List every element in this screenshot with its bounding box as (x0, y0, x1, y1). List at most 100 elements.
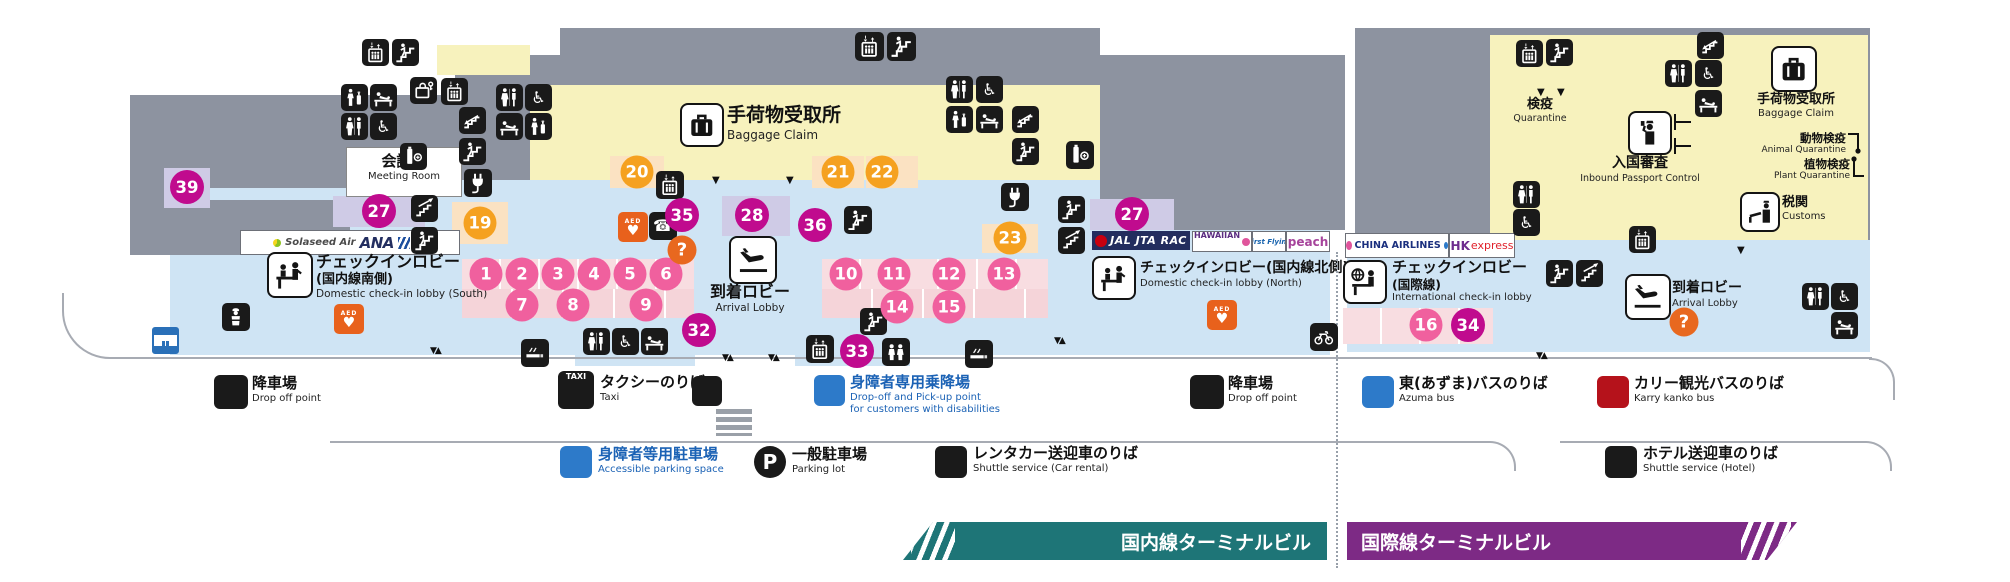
facility-number-32: 32 (682, 313, 716, 347)
facility-number-10: 10 (829, 257, 863, 291)
baggage-intl-en: Baggage Claim (1758, 108, 1834, 120)
disabled-drop-off-label: 身障者専用乗降場 Drop-off and Pick-up point for … (850, 373, 1000, 416)
facility-number-8: 8 (556, 288, 590, 322)
vending-machine-icon (400, 143, 427, 170)
drop-off-south-en: Drop off point (252, 392, 321, 404)
parking-jp: 一般駐車場 (792, 445, 868, 463)
animal-quarantine-label: 動物検疫 Animal Quarantine (1720, 131, 1847, 156)
airline-bar-peach: peach (1286, 231, 1330, 252)
china-airlines-globe-icon (1443, 242, 1448, 249)
parking-icon: P (754, 446, 786, 478)
road-hatch-marks (716, 409, 752, 436)
police-icon (222, 303, 250, 331)
wheelchair-icon: ♿ (1831, 283, 1858, 310)
wheelchair-icon: ♿ (1513, 209, 1540, 236)
facility-number-1: 1 (469, 257, 503, 291)
plant-quarantine-label: 植物検疫 Plant Quarantine (1724, 157, 1850, 182)
baby-care-icon (1695, 90, 1722, 117)
stairs-icon (392, 39, 419, 66)
escalator-down-icon (1697, 32, 1724, 59)
facility-number-5: 5 (613, 257, 647, 291)
arrival-intl-jp: 到着ロビー (1672, 280, 1742, 296)
checkin-intl-en: International check-in lobby (1392, 292, 1532, 304)
facility-number-16: 16 (1409, 308, 1443, 342)
baby-care-icon (976, 106, 1003, 133)
escalator-down-icon (459, 107, 486, 134)
stairs-icon (459, 138, 486, 165)
parking-label: 一般駐車場 Parking lot (792, 445, 867, 476)
checkin-north-label: チェックインロビー(国内線北側) Domestic check-in lobby… (1140, 260, 1349, 290)
baggage-claim-domestic-label: 手荷物受取所 Baggage Claim (727, 104, 841, 142)
karry-bus-icon (1597, 376, 1629, 408)
facility-number-23: 23 (993, 221, 1027, 255)
checkin-intl-jp2: (国際線) (1392, 276, 1441, 292)
arrival-icon (1625, 274, 1671, 320)
facility-number-36: 36 (798, 208, 832, 242)
entrance-marker: ▼▲ (1536, 351, 1548, 361)
checkin-north-en: Domestic check-in lobby (North) (1140, 277, 1302, 289)
smoking-area-icon (965, 340, 993, 368)
quarantine-en: Quarantine (1513, 113, 1567, 125)
aed-icon: AED♥ (334, 304, 364, 334)
jal-group-label: JAL JTA RAC (1110, 234, 1187, 247)
facility-number-28: 28 (735, 198, 769, 232)
rental-shuttle-icon (935, 446, 967, 478)
nursing-room-icon (525, 113, 552, 140)
wheelchair-icon: ♿ (370, 113, 397, 140)
car-icon-north (1190, 375, 1224, 409)
checkin-south-jp: チェックインロビー (316, 252, 461, 271)
baggage-domestic-en: Baggage Claim (727, 127, 819, 142)
karry-bus-label: カリー観光バスのりば Karry kanko bus (1634, 374, 1784, 405)
peach-label: peach (1287, 234, 1329, 249)
toilets-icon (583, 328, 610, 355)
rental-shuttle-jp: レンタカー送迎車のりば (973, 444, 1139, 462)
entrance-marker: ▼▲ (768, 353, 780, 363)
arrival-lobby-intl-label: 到着ロビー Arrival Lobby (1672, 280, 1742, 310)
elevator-icon (1516, 40, 1543, 67)
arrival-lobby-domestic-label: 到着ロビー Arrival Lobby (690, 282, 810, 315)
car-icon (214, 375, 248, 409)
hotel-shuttle-en: Shuttle service (Hotel) (1643, 462, 1756, 474)
baggage-claim-icon (680, 103, 724, 147)
international-check-in-counter-icon (1343, 260, 1387, 304)
facility-number-34: 34 (1451, 308, 1485, 342)
toilets-icon (1513, 181, 1540, 208)
wheelchair-icon: ♿ (1695, 60, 1722, 87)
azuma-bus-en: Azuma bus (1399, 392, 1455, 404)
facility-number-21: 21 (821, 155, 855, 189)
taxi-en: Taxi (600, 391, 620, 403)
elevator-icon (806, 335, 834, 363)
azuma-bus-icon (1362, 376, 1394, 408)
solaseed-label: Solaseed Air (285, 237, 356, 248)
disabled-drop-off-en1: Drop-off and Pick-up point (850, 391, 981, 403)
disabled-drop-off-jp: 身障者専用乗降場 (850, 373, 971, 391)
quarantine-label: 検疫 Quarantine (1500, 97, 1580, 125)
passport-en: Inbound Passport Control (1580, 172, 1700, 184)
facility-number-39: 39 (170, 170, 204, 204)
plant-quarantine-jp: 植物検疫 (1804, 157, 1850, 171)
arrival-icon (729, 236, 777, 284)
checkin-intl-jp: チェックインロビー (1392, 258, 1528, 276)
baggage-storage-icon (410, 77, 437, 104)
exit-marker: ▼ (712, 175, 720, 186)
facility-number-27: 27 (362, 194, 396, 228)
vending-machine-icon (1066, 141, 1094, 169)
bicycle-repair-icon (1310, 323, 1338, 351)
customs-jp: 税関 (1782, 195, 1809, 210)
facility-number-3: 3 (541, 257, 575, 291)
rental-shuttle-en: Shuttle service (Car rental) (973, 462, 1109, 474)
parking-badge: P (762, 450, 778, 474)
checkin-north-jp: チェックインロビー(国内線北側) (1140, 260, 1349, 276)
elevator-icon (855, 32, 884, 61)
escalator-down-icon (1012, 106, 1039, 133)
power-charging-icon (464, 169, 492, 197)
exit-marker: ▼ (1737, 245, 1745, 256)
drop-off-north-label: 降車場 Drop off point (1228, 374, 1297, 405)
elevator-icon (1629, 226, 1656, 253)
exit-marker: ▼ (786, 175, 794, 186)
solaseed-logo-icon (273, 238, 282, 247)
azuma-bus-label: 東(あずま)バスのりば Azuma bus (1399, 374, 1548, 405)
elevator-icon (362, 39, 389, 66)
hotel-shuttle-icon (1605, 446, 1637, 478)
